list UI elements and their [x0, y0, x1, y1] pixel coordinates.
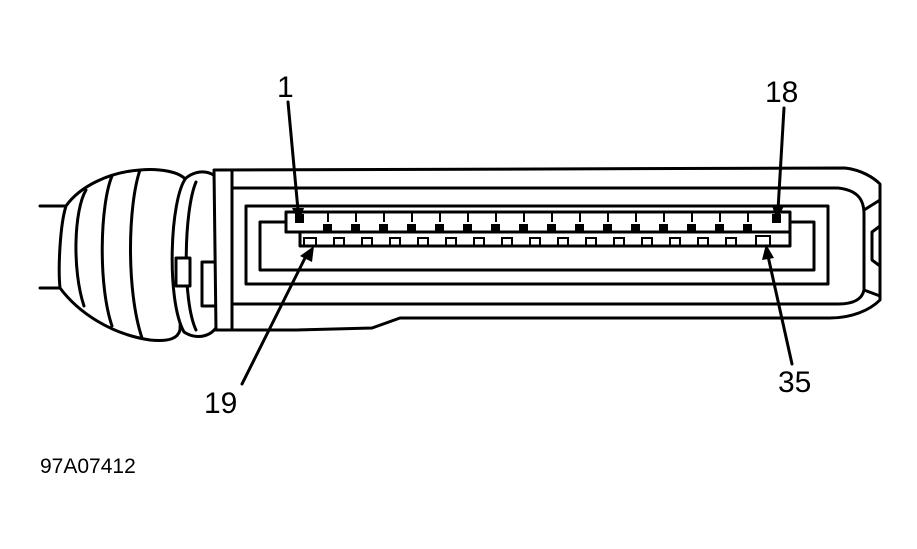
pin-label-19: 19 — [204, 387, 238, 420]
pin-label-18: 18 — [765, 76, 799, 109]
figure-id: 97A07412 — [40, 455, 136, 478]
leader-lines — [240, 100, 794, 386]
harness-wires — [38, 204, 68, 290]
bottom-pin-row — [303, 235, 771, 246]
rubber-boot — [57, 168, 188, 342]
pin-label-1: 1 — [277, 71, 294, 104]
pin-label-35: 35 — [778, 366, 812, 399]
